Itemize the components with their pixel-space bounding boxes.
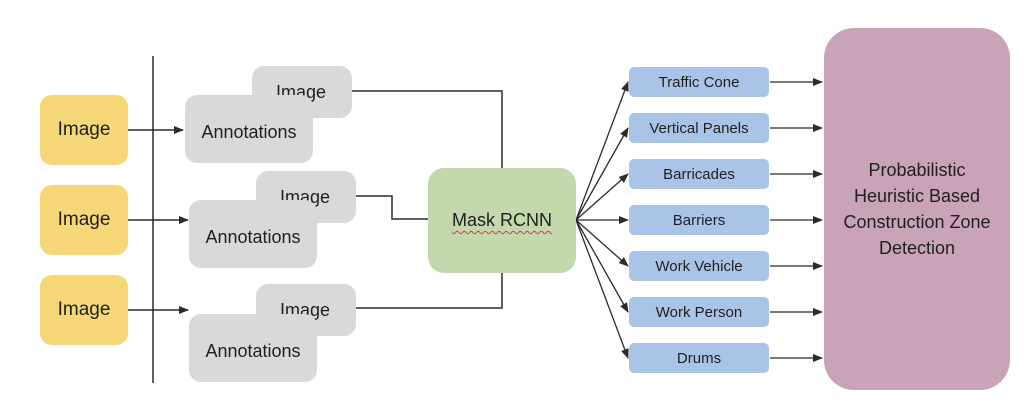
input-image-3: Image: [40, 275, 128, 345]
model-label: Mask RCNN: [451, 210, 552, 230]
stack-3-to-model-connector: [356, 273, 503, 309]
class-vertical-panels: Vertical Panels: [629, 113, 769, 143]
model-to-class-arrow-7: [575, 219, 629, 359]
class-label: Vertical Panels: [649, 119, 749, 137]
class-label: Barriers: [672, 211, 726, 229]
class-traffic-cone: Traffic Cone: [629, 67, 769, 97]
stack-1-to-model-connector: [352, 90, 503, 168]
class-work-person: Work Person: [629, 297, 769, 327]
class-work-vehicle: Work Vehicle: [629, 251, 769, 281]
input-image-1: Image: [40, 95, 128, 165]
class-barriers: Barriers: [629, 205, 769, 235]
stack-annotations-label: Annotations: [201, 122, 297, 142]
input-image-label: Image: [57, 119, 111, 140]
stack-annotations-card-2: Annotations: [189, 200, 317, 268]
class-drums: Drums: [629, 343, 769, 373]
model-to-class-arrow-6: [575, 219, 629, 313]
input-image-2: Image: [40, 185, 128, 255]
construction-zone-detector-node: Probabilistic Heuristic Based Constructi…: [824, 28, 1010, 390]
model-to-class-arrow-5: [575, 219, 629, 267]
class-barricades: Barricades: [629, 159, 769, 189]
stack-annotations-label: Annotations: [205, 341, 301, 361]
stack-2-to-model-connector: [356, 195, 428, 220]
class-label: Drums: [676, 349, 722, 367]
mask-rcnn-node: Mask RCNN: [428, 168, 576, 273]
class-label: Barricades: [663, 165, 735, 183]
input-image-label: Image: [57, 299, 111, 320]
model-to-class-arrow-3: [575, 173, 629, 221]
class-label: Traffic Cone: [658, 73, 740, 91]
stack-annotations-card-1: Annotations: [185, 95, 313, 163]
input-image-label: Image: [57, 209, 111, 230]
class-label: Work Person: [655, 303, 743, 321]
stack-annotations-label: Annotations: [205, 227, 301, 247]
detector-label: Probabilistic Heuristic Based Constructi…: [843, 160, 991, 258]
stack-annotations-card-3: Annotations: [189, 314, 317, 382]
model-to-class-arrow-2: [575, 127, 629, 221]
class-label: Work Vehicle: [655, 257, 743, 275]
model-to-class-arrow-1: [575, 81, 629, 221]
